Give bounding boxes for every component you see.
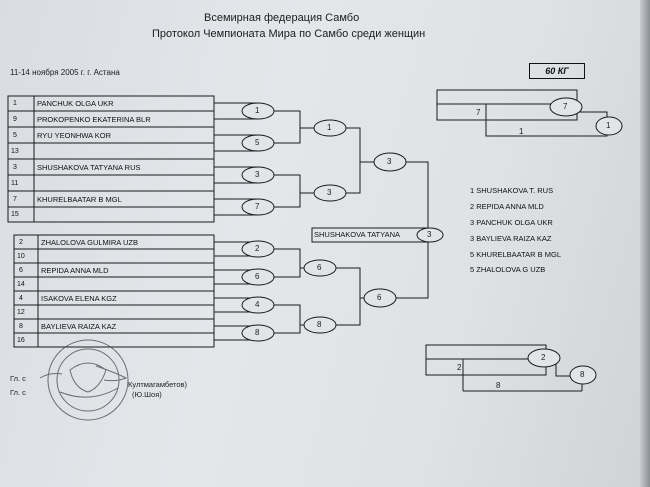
repechage-result: 1 bbox=[606, 121, 611, 130]
match-circle bbox=[241, 324, 275, 342]
match-result: 2 bbox=[255, 244, 260, 253]
match-result: 3 bbox=[327, 188, 332, 197]
seed-number: 16 bbox=[17, 337, 25, 344]
match-circle bbox=[241, 268, 275, 286]
match-circle bbox=[549, 97, 583, 117]
athlete-name: PANCHUK OLGA UKR bbox=[37, 99, 114, 108]
athlete-name: REPIDA ANNA MLD bbox=[41, 266, 109, 275]
seed-number: 6 bbox=[19, 267, 23, 274]
paper-edge bbox=[640, 0, 650, 487]
match-circle bbox=[241, 134, 275, 152]
seed-number: 1 bbox=[13, 100, 17, 107]
weight-class-badge: 60 КГ bbox=[529, 63, 585, 79]
final-winner-name: SHUSHAKOVA TATYANA bbox=[314, 230, 400, 239]
match-result: 8 bbox=[317, 320, 322, 329]
match-result: 6 bbox=[317, 263, 322, 272]
match-circle bbox=[416, 227, 444, 243]
match-result: 6 bbox=[255, 272, 260, 281]
athlete-name: SHUSHAKOVA TATYANA RUS bbox=[37, 163, 141, 172]
athlete-name: ZHALOLOVA GULMIRA UZB bbox=[41, 238, 138, 247]
signature-label: Гл. с bbox=[10, 388, 26, 397]
final-winner-number: 3 bbox=[427, 230, 432, 239]
seed-number: 4 bbox=[19, 295, 23, 302]
match-circle bbox=[241, 240, 275, 258]
match-circle bbox=[241, 102, 275, 120]
seed-number: 2 bbox=[19, 239, 23, 246]
seed-number: 5 bbox=[13, 132, 17, 139]
seed-number: 15 bbox=[11, 211, 19, 218]
federation-title: Всемирная федерация Самбо bbox=[204, 12, 360, 24]
seed-number: 14 bbox=[17, 281, 25, 288]
ranking-item: 2 REPIDA ANNA MLD bbox=[470, 202, 544, 211]
match-result: 3 bbox=[387, 157, 392, 166]
signature-name: (Ю.Шоя) bbox=[132, 390, 162, 399]
match-circle bbox=[313, 119, 347, 137]
repechage-row-number: 7 bbox=[476, 108, 481, 117]
seed-number: 7 bbox=[13, 196, 17, 203]
seed-number: 13 bbox=[11, 148, 19, 155]
signature-name: Култмагамбетов) bbox=[128, 380, 188, 389]
match-circle bbox=[241, 166, 275, 184]
repechage-row-number: 2 bbox=[457, 363, 462, 372]
seed-number: 9 bbox=[13, 116, 17, 123]
athlete-name: RYU YEONHWA KOR bbox=[37, 131, 112, 140]
protocol-title: Протокол Чемпионата Мира по Самбо среди … bbox=[152, 28, 426, 40]
athlete-name: ISAKOVA ELENA KGZ bbox=[41, 294, 117, 303]
seed-number: 3 bbox=[13, 164, 17, 171]
match-result: 6 bbox=[377, 293, 382, 302]
match-circle bbox=[373, 152, 407, 172]
seed-number: 10 bbox=[17, 253, 25, 260]
repechage-match: 2 bbox=[541, 353, 546, 362]
athlete-name: BAYLIEVA RAIZA KAZ bbox=[41, 322, 117, 331]
match-circle bbox=[241, 198, 275, 216]
ranking-item: 3 BAYLIEVA RAIZA KAZ bbox=[470, 234, 552, 243]
match-result: 8 bbox=[255, 328, 260, 337]
repechage-match: 7 bbox=[563, 102, 568, 111]
match-result: 3 bbox=[255, 170, 260, 179]
match-circle bbox=[313, 184, 347, 202]
ranking-item: 1 SHUSHAKOVA T. RUS bbox=[470, 186, 554, 195]
repechage-final-number: 1 bbox=[519, 127, 524, 136]
match-result: 4 bbox=[255, 300, 260, 309]
ranking-item: 5 KHURELBAATAR B MGL bbox=[470, 250, 561, 259]
match-result: 5 bbox=[255, 138, 260, 147]
athlete-name: PROKOPENKO EKATERINA BLR bbox=[37, 115, 151, 124]
match-result: 1 bbox=[327, 123, 332, 132]
ranking-item: 5 ZHALOLOVA G UZB bbox=[470, 265, 546, 274]
seed-number: 8 bbox=[19, 323, 23, 330]
repechage-result: 8 bbox=[580, 370, 585, 379]
signature-label: Гл. с bbox=[10, 374, 26, 383]
seed-number: 12 bbox=[17, 309, 25, 316]
match-circle bbox=[527, 348, 561, 368]
match-circle bbox=[569, 365, 597, 385]
seed-number: 11 bbox=[11, 180, 19, 187]
ranking-item: 3 PANCHUK OLGA UKR bbox=[470, 218, 553, 227]
match-circle bbox=[241, 296, 275, 314]
match-result: 1 bbox=[255, 106, 260, 115]
match-circle bbox=[303, 316, 337, 334]
repechage-final-number: 8 bbox=[496, 381, 501, 390]
match-circle bbox=[595, 116, 623, 136]
match-circle bbox=[363, 288, 397, 308]
athlete-name: KHURELBAATAR B MGL bbox=[37, 195, 122, 204]
match-circle bbox=[303, 259, 337, 277]
match-result: 7 bbox=[255, 202, 260, 211]
date-place: 11-14 ноября 2005 г. г. Астана bbox=[10, 68, 120, 77]
